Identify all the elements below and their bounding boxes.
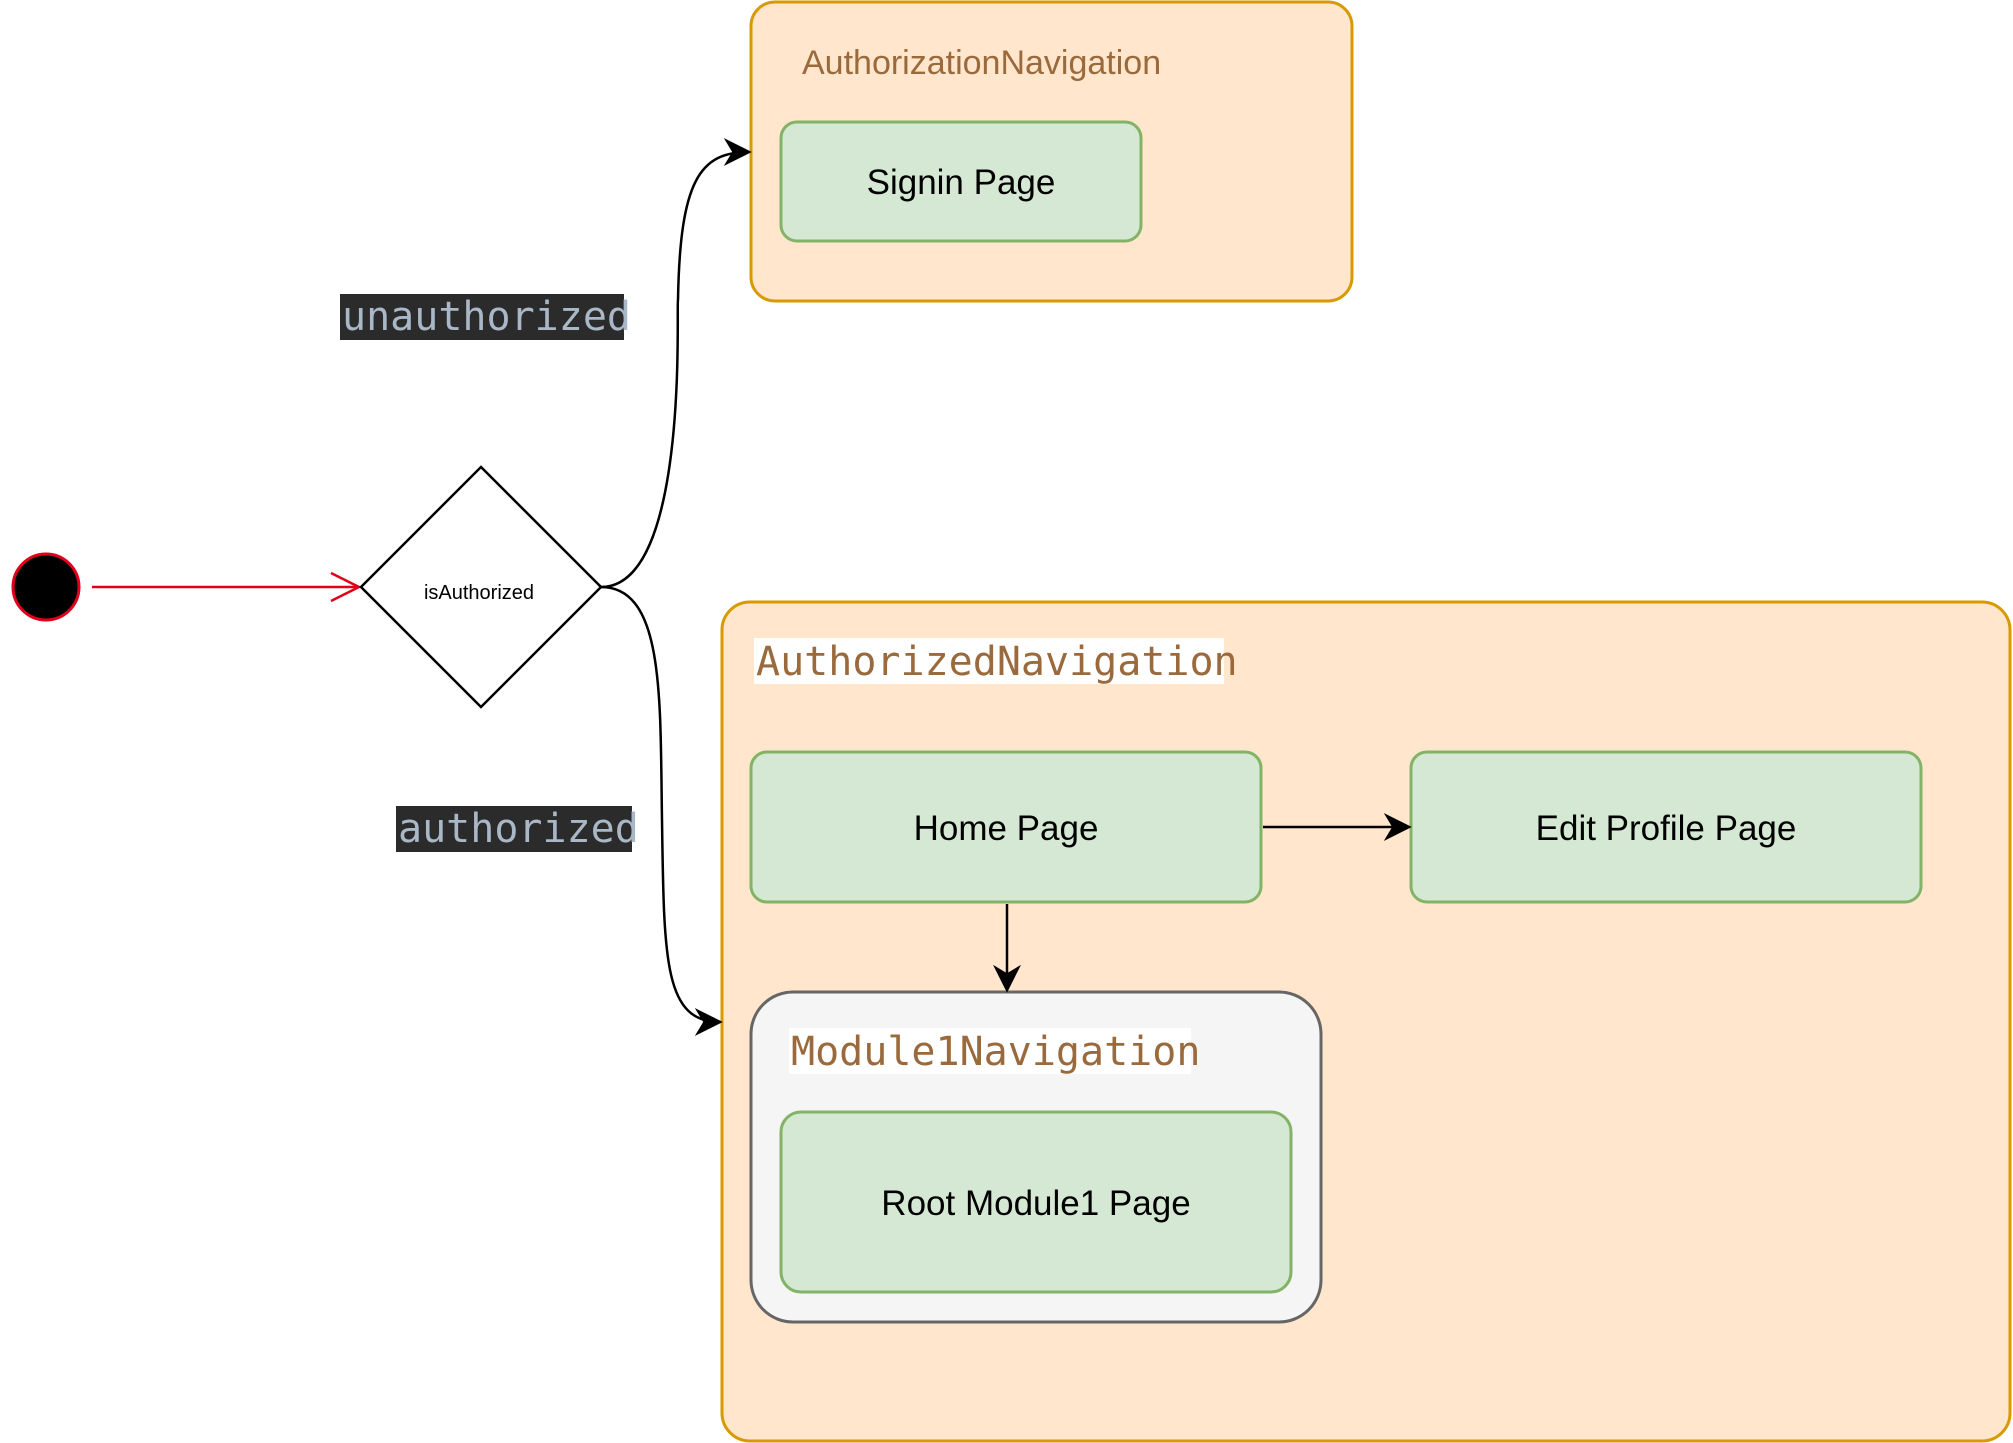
start-node-icon[interactable] — [11, 552, 81, 622]
root-module1-page-label: Root Module1 Page — [881, 1184, 1190, 1223]
home-page-node[interactable]: Home Page — [749, 750, 1263, 904]
authorized-navigation-title: AuthorizedNavigation — [756, 639, 1238, 685]
authorized-edge-label: authorized — [396, 806, 639, 852]
unauthorized-edge[interactable] — [600, 138, 752, 589]
start-to-decision-arrow[interactable] — [92, 571, 362, 603]
unauthorized-edge-label: unauthorized — [340, 294, 631, 340]
edit-profile-page-label: Edit Profile Page — [1536, 809, 1797, 848]
home-page-label: Home Page — [914, 809, 1099, 848]
unauthorized-label-text: unauthorized — [342, 294, 631, 340]
edit-profile-page-node[interactable]: Edit Profile Page — [1409, 750, 1923, 904]
signin-page-node[interactable]: Signin Page — [779, 120, 1143, 243]
authorized-label-text: authorized — [398, 806, 639, 852]
signin-page-label: Signin Page — [867, 163, 1056, 202]
decision-label: isAuthorized — [424, 582, 534, 604]
is-authorized-decision[interactable]: isAuthorized — [359, 465, 603, 709]
authorized-navigation-title-highlight — [754, 638, 1224, 684]
module1-navigation-title: Module1Navigation — [791, 1029, 1200, 1075]
authorized-edge[interactable] — [600, 585, 723, 1036]
root-module1-page-node[interactable]: Root Module1 Page — [779, 1110, 1293, 1294]
authorization-navigation-title: AuthorizationNavigation — [802, 44, 1161, 82]
module1-navigation-title-highlight — [789, 1028, 1191, 1074]
